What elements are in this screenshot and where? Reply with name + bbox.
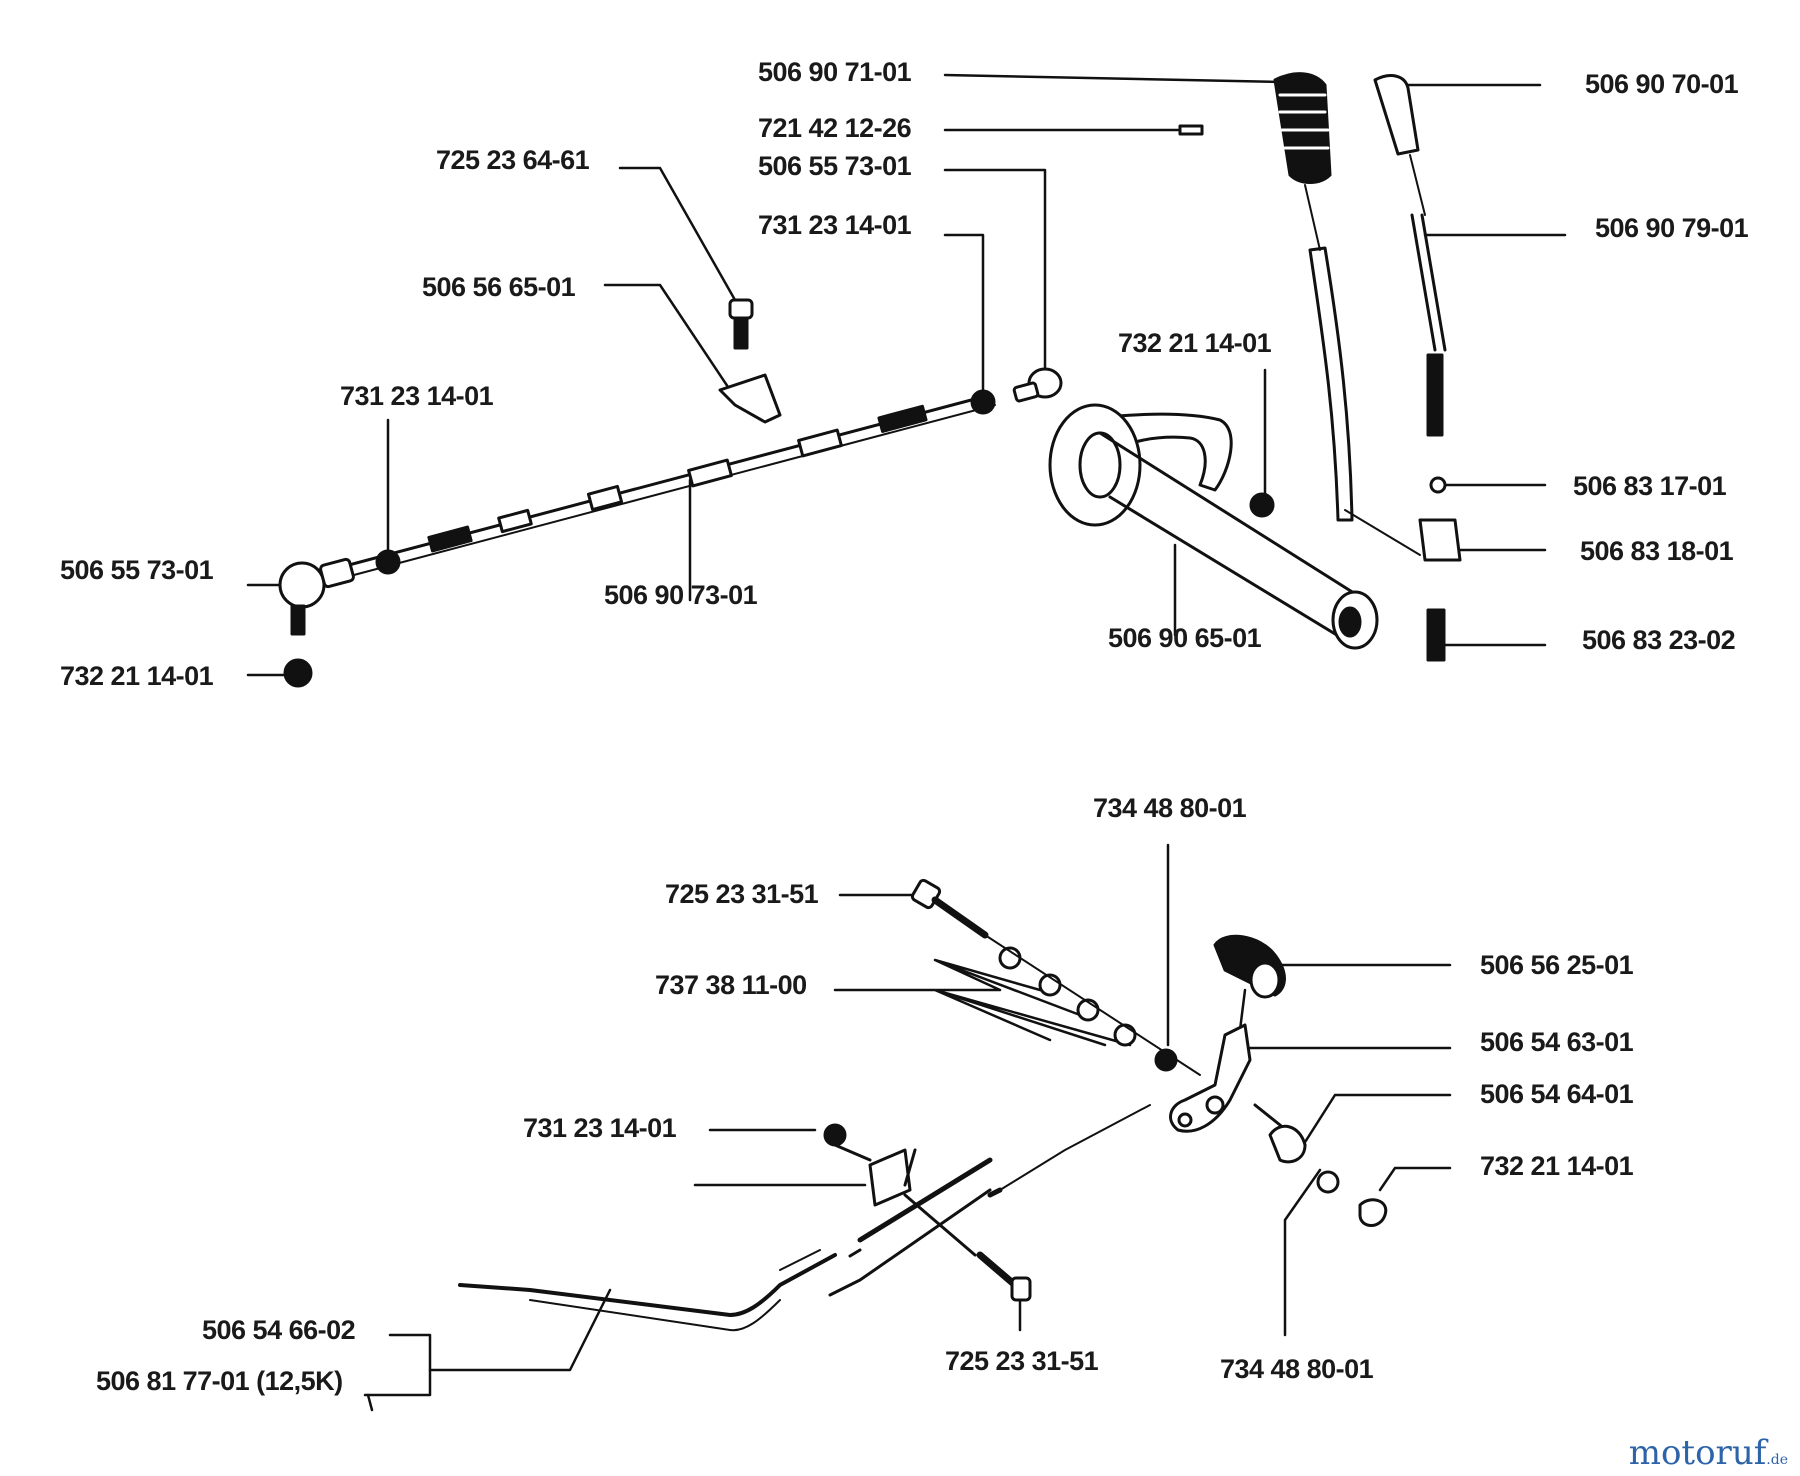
part-label-26: 506 56 25-01	[1480, 950, 1634, 980]
watermark-main: motoruf	[1628, 1433, 1767, 1473]
part-label-22: 506 54 66-02	[202, 1315, 356, 1345]
part-label-2: 721 42 12-26	[758, 113, 912, 143]
ball-joint-right	[1012, 367, 1063, 403]
part-label-14: 506 90 79-01	[1595, 213, 1749, 243]
part-label-17: 506 83 23-02	[1582, 625, 1736, 655]
leader-lines-top	[246, 73, 1567, 677]
part-label-21: 731 23 14-01	[523, 1113, 677, 1143]
leader-lines-bottom	[363, 843, 1452, 1412]
clamp-assembly	[718, 298, 996, 424]
shaft-bracket	[1048, 403, 1379, 650]
part-label-6: 506 56 65-01	[422, 272, 576, 302]
part-label-9: 732 21 14-01	[60, 661, 214, 691]
part-label-15: 506 83 17-01	[1573, 471, 1727, 501]
part-label-5: 725 23 64-61	[436, 145, 590, 175]
part-label-16: 506 83 18-01	[1580, 536, 1734, 566]
handle-lever	[1178, 72, 1421, 556]
part-label-1: 506 90 71-01	[758, 57, 912, 87]
cable-rod-top	[328, 393, 996, 581]
watermark-logo: motoruf.de	[1629, 1436, 1788, 1470]
part-label-3: 506 55 73-01	[758, 151, 912, 181]
part-label-24: 725 23 31-51	[945, 1346, 1099, 1376]
part-label-13: 506 90 70-01	[1585, 69, 1739, 99]
part-label-25: 734 48 80-01	[1220, 1354, 1374, 1384]
part-label-8: 506 55 73-01	[60, 555, 214, 585]
watermark-suffix: .de	[1766, 1452, 1788, 1468]
pedal-assembly	[1169, 934, 1388, 1227]
part-label-12: 506 90 65-01	[1108, 623, 1262, 653]
ball-joint-left	[278, 549, 401, 688]
right-rod-assembly	[1373, 74, 1462, 662]
bolt-upper	[910, 878, 1201, 1076]
part-label-20: 737 38 11-00	[655, 970, 807, 1000]
rod-lower	[458, 1104, 1151, 1332]
part-label-29: 732 21 14-01	[1480, 1151, 1634, 1181]
part-label-28: 506 54 64-01	[1480, 1079, 1634, 1109]
part-label-23: 506 81 77-01 (12,5K)	[96, 1366, 343, 1396]
part-label-19: 725 23 31-51	[665, 879, 819, 909]
part-label-27: 506 54 63-01	[1480, 1027, 1634, 1057]
part-label-7: 731 23 14-01	[340, 381, 494, 411]
part-label-4: 731 23 14-01	[758, 210, 912, 240]
part-label-11: 732 21 14-01	[1118, 328, 1272, 358]
part-label-18: 734 48 80-01	[1093, 793, 1247, 823]
part-label-10: 506 90 73-01	[604, 580, 758, 610]
bracket-lower	[823, 1123, 1032, 1302]
